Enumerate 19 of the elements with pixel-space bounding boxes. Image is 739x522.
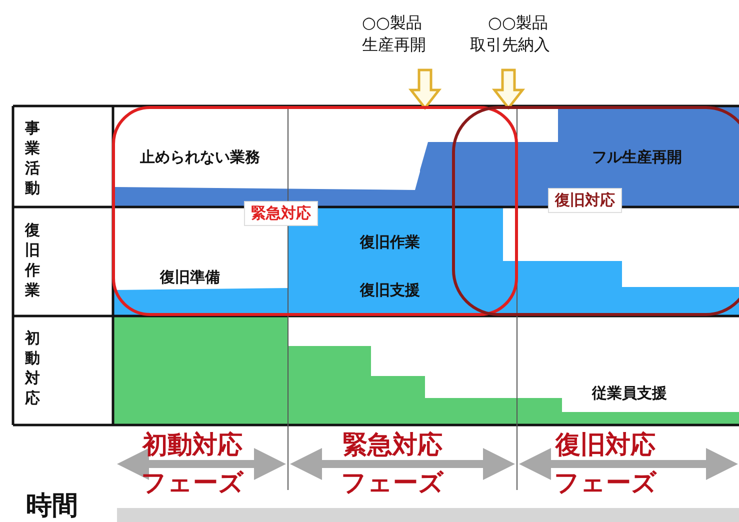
area-label: 復旧支援 xyxy=(360,281,420,300)
area-label: 従業員支援 xyxy=(592,384,667,403)
phase-name: 緊急対応フェーズ xyxy=(340,429,445,499)
area-label: 復旧準備 xyxy=(160,268,220,287)
row-header: 初動対応 xyxy=(24,328,40,408)
callout-text: ○○製品生産再開 xyxy=(362,12,428,62)
row-header: 事業活動 xyxy=(24,118,40,198)
block-arrow xyxy=(492,68,526,110)
row-header: 復旧作業 xyxy=(24,220,40,300)
phase-label: 復旧対応 xyxy=(548,188,622,213)
area-label: 止められない業務 xyxy=(140,148,260,167)
area-label: 復旧作業 xyxy=(360,233,420,252)
axis-label: 時間 xyxy=(26,490,78,522)
phase-name: 復旧対応フェーズ xyxy=(553,429,658,499)
area-label: フル生産再開 xyxy=(592,148,682,167)
phase-label: 緊急対応 xyxy=(244,201,318,226)
callout-text: ○○製品取引先納入 xyxy=(470,12,553,62)
phase-name: 初動対応フェーズ xyxy=(140,429,245,499)
block-arrow xyxy=(408,68,442,110)
